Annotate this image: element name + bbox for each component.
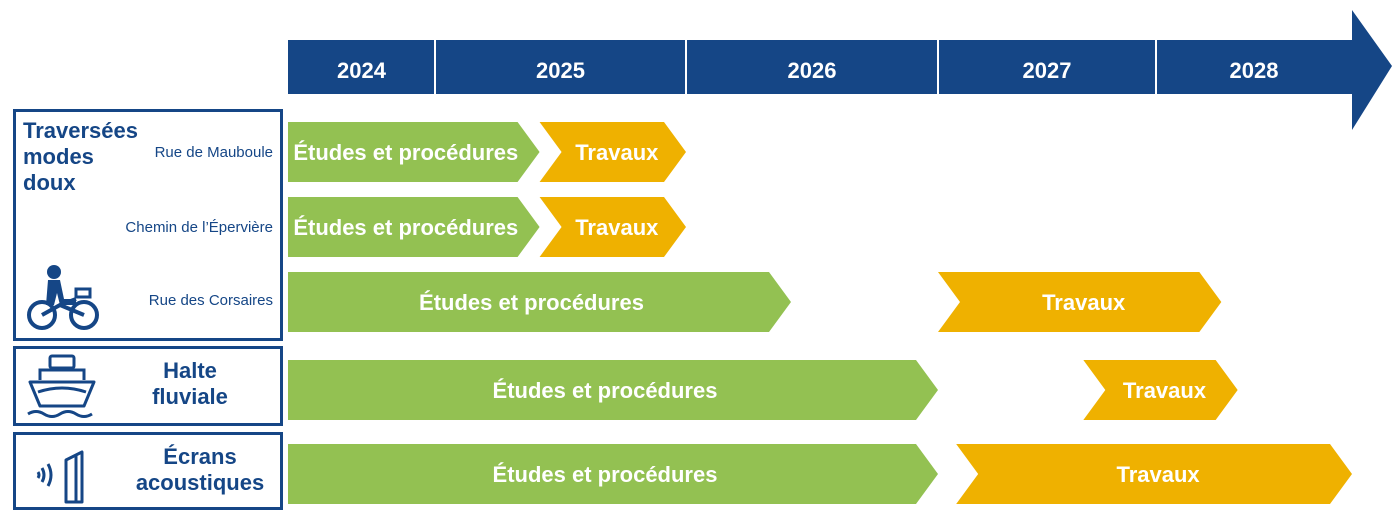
group-box-halte	[13, 346, 283, 426]
group-box-traversees	[13, 109, 283, 341]
studies-bar-label: Études et procédures	[493, 462, 718, 487]
timeline-header-arrow	[288, 10, 1392, 130]
group-title-line: Traversées	[23, 118, 138, 143]
group-title-line: acoustiques	[135, 470, 265, 495]
acoustic-screen-icon	[36, 450, 84, 504]
studies-bar-label: Études et procédures	[419, 290, 644, 315]
works-bar-label: Travaux	[575, 140, 659, 165]
works-bar	[938, 272, 1222, 332]
works-bar-label: Travaux	[1116, 462, 1200, 487]
group-title-line: Écrans	[163, 444, 237, 469]
studies-bar	[288, 272, 791, 332]
group-title-traversees: Traversées modes doux	[23, 118, 138, 196]
bicycle-icon	[27, 265, 99, 330]
row-label-eperviere: Chemin de l’Épervière	[125, 219, 273, 236]
group-title-line: doux	[23, 170, 76, 195]
year-label-2026: 2026	[788, 58, 837, 83]
studies-bar-label: Études et procédures	[293, 140, 518, 165]
studies-bar	[288, 444, 938, 504]
row-label-mauboule: Rue de Mauboule	[154, 144, 273, 161]
group-title-ecrans: Écrans acoustiques	[125, 444, 275, 496]
studies-bar-label: Études et procédures	[293, 215, 518, 240]
works-bar-label: Travaux	[1042, 290, 1126, 315]
group-box-ecrans	[13, 432, 283, 510]
studies-bar	[288, 197, 540, 257]
works-bar	[956, 444, 1352, 504]
group-title-line: Halte	[163, 358, 217, 383]
works-bar-label: Travaux	[575, 215, 659, 240]
works-bar	[539, 122, 686, 182]
works-bar	[539, 197, 686, 257]
studies-bar	[288, 360, 938, 420]
studies-bar-label: Études et procédures	[493, 378, 718, 403]
studies-bar	[288, 122, 540, 182]
year-label-2025: 2025	[536, 58, 585, 83]
group-title-halte: Halte fluviale	[140, 358, 240, 410]
group-title-line: modes	[23, 144, 94, 169]
year-label-2024: 2024	[337, 58, 387, 83]
year-label-2028: 2028	[1230, 58, 1279, 83]
works-bar-label: Travaux	[1123, 378, 1207, 403]
works-bar	[1083, 360, 1238, 420]
row-label-corsaires: Rue des Corsaires	[148, 292, 273, 309]
year-label-2027: 2027	[1023, 58, 1072, 83]
group-title-line: fluviale	[152, 384, 228, 409]
boat-icon	[27, 354, 96, 418]
